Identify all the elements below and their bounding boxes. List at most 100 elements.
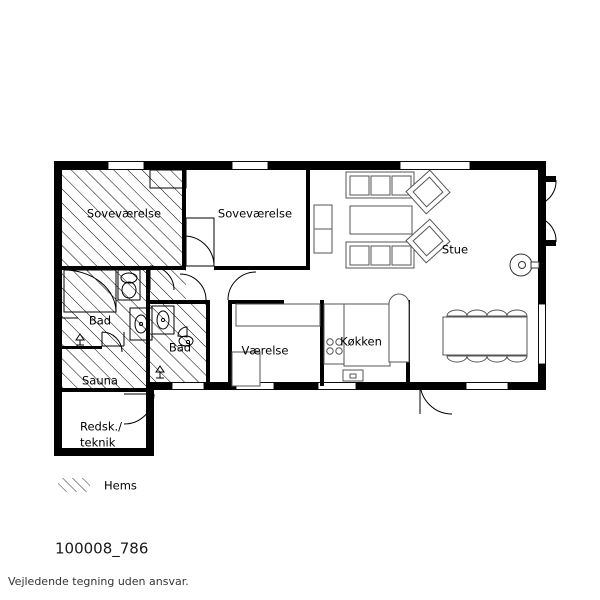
wood-stove-flue [530,261,540,269]
bathtub-outline [63,269,117,313]
toilet-1-tank [120,272,138,284]
sink-bad2-bowl [178,335,194,347]
hems-area-bath-sauna [58,268,150,390]
fridge-tall-cabinet [388,293,410,363]
sofa-lower-cushion-1 [349,245,370,266]
dining-set [442,309,528,363]
room-label-soveværelse-1: Soveværelse [87,207,161,221]
room-label-værelse: Værelse [242,344,289,358]
wall-bath2-right [206,300,210,386]
closet-bedroom2 [185,217,215,267]
coffee-table [349,205,413,235]
door-arc-bath2 [179,273,207,301]
living-room-furniture [313,169,540,277]
wall-redsk-right [146,390,154,456]
bedroom-furniture [231,303,321,387]
window-bottom-4 [465,382,509,390]
sink-bad2-drain [185,339,191,345]
room-label-soveværelse-2: Soveværelse [218,207,292,221]
disclaimer: Vejledende tegning uden ansvar. [8,575,189,588]
window-top-2 [231,161,269,170]
dining-chair-top-4 [506,309,528,317]
door-arc-redsk [123,393,155,425]
bathtub-curve [63,269,117,313]
wall-top [54,161,546,170]
diagonal-hatch-swatch [58,478,90,492]
wall-vaerelse-right [320,300,324,386]
wood-stove-opening [518,261,526,269]
armchair-2 [405,218,451,264]
sofa-upper-cushion-1 [349,175,370,196]
legend-label-hems: Hems [104,479,137,493]
wall-bedroom2-right [306,170,310,270]
room-label-redsk-teknik-line1: Redsk./ [80,420,122,434]
toilet-1-stall [117,269,141,301]
shower-1-drain [138,321,144,327]
wall-vaerelse-top [228,300,284,304]
built-ins [149,169,215,267]
wall-bedroom1-bottom [62,266,186,270]
wardrobe-vaerelse [231,351,261,387]
wall-right [538,161,546,390]
sofa-upper-cushion-3 [391,175,412,196]
wall-vaerelse-left [228,300,232,386]
shower-1-tray [134,314,148,334]
dining-table [442,316,528,356]
door-arc-bedroom1 [149,265,175,291]
bed-vaerelse [235,303,321,327]
hems-area-bedroom1-ext [150,188,186,266]
door-arc-right-lower [539,217,557,243]
door-arc-bad1 [101,331,123,353]
wall-bath-sauna-divider [62,346,102,349]
room-label-bad-1: Bad [89,314,111,328]
sofa-lower-cushion-2 [370,245,391,266]
toilet-2-stall [151,305,175,335]
room-label-redsk-teknik-line2: teknik [80,436,116,450]
hems-area-closet [150,170,186,188]
cooktop-burner-4 [335,347,343,355]
window-bottom-3 [317,382,357,390]
wall-bath-block-right [146,266,150,390]
toilet-2-drain [160,317,166,323]
armchair-1-seat [412,176,444,208]
hems-area-bedroom1 [58,170,150,266]
wall-left-upper [54,161,62,390]
cooktop-burner-3 [326,347,334,355]
sofa-lower-cushion-3 [391,245,412,266]
legend: Hems [58,478,137,493]
wall-sauna-bottom [62,388,154,392]
room-label-stue: Stue [442,243,468,257]
sink-bad2-basin [177,326,188,338]
wall-left-lower [54,390,62,456]
room-label-sauna: Sauna [82,374,118,388]
hems-area-connector [150,268,186,300]
plan-id: 100008_786 [55,540,148,559]
cooktop-burner-1 [326,338,334,346]
door-swings [123,178,557,425]
cooktop-burner-2 [335,338,343,346]
kitchen-island [343,303,391,367]
armchair-1 [405,169,451,215]
wall-bedroom1-right [182,170,186,270]
door-arc-vaerelse [227,271,257,301]
window-top-3 [399,161,471,170]
wall-bedroom2-bottom [214,266,310,270]
toilet-2-bowl [156,310,170,330]
wall-bottom-redsk [54,448,154,456]
hems-hatched-areas [58,170,210,390]
window-bottom-1 [171,382,205,390]
door-arc-right-upper [539,179,557,205]
wall-bath2-top [146,300,210,304]
room-label-køkken: Køkken [340,335,382,349]
window-top-1 [107,161,145,170]
kitchen-furniture [323,293,410,382]
sofa-upper-cushion-2 [370,175,391,196]
closet-bedroom1 [149,169,187,189]
dining-chair-bottom-4 [506,355,528,363]
bathroom-fixtures [62,269,194,379]
room-label-bad-2: Bad [169,341,191,355]
window-right-1 [538,303,546,365]
footer: 100008_786 Vejledende tegning uden ansva… [8,540,189,589]
